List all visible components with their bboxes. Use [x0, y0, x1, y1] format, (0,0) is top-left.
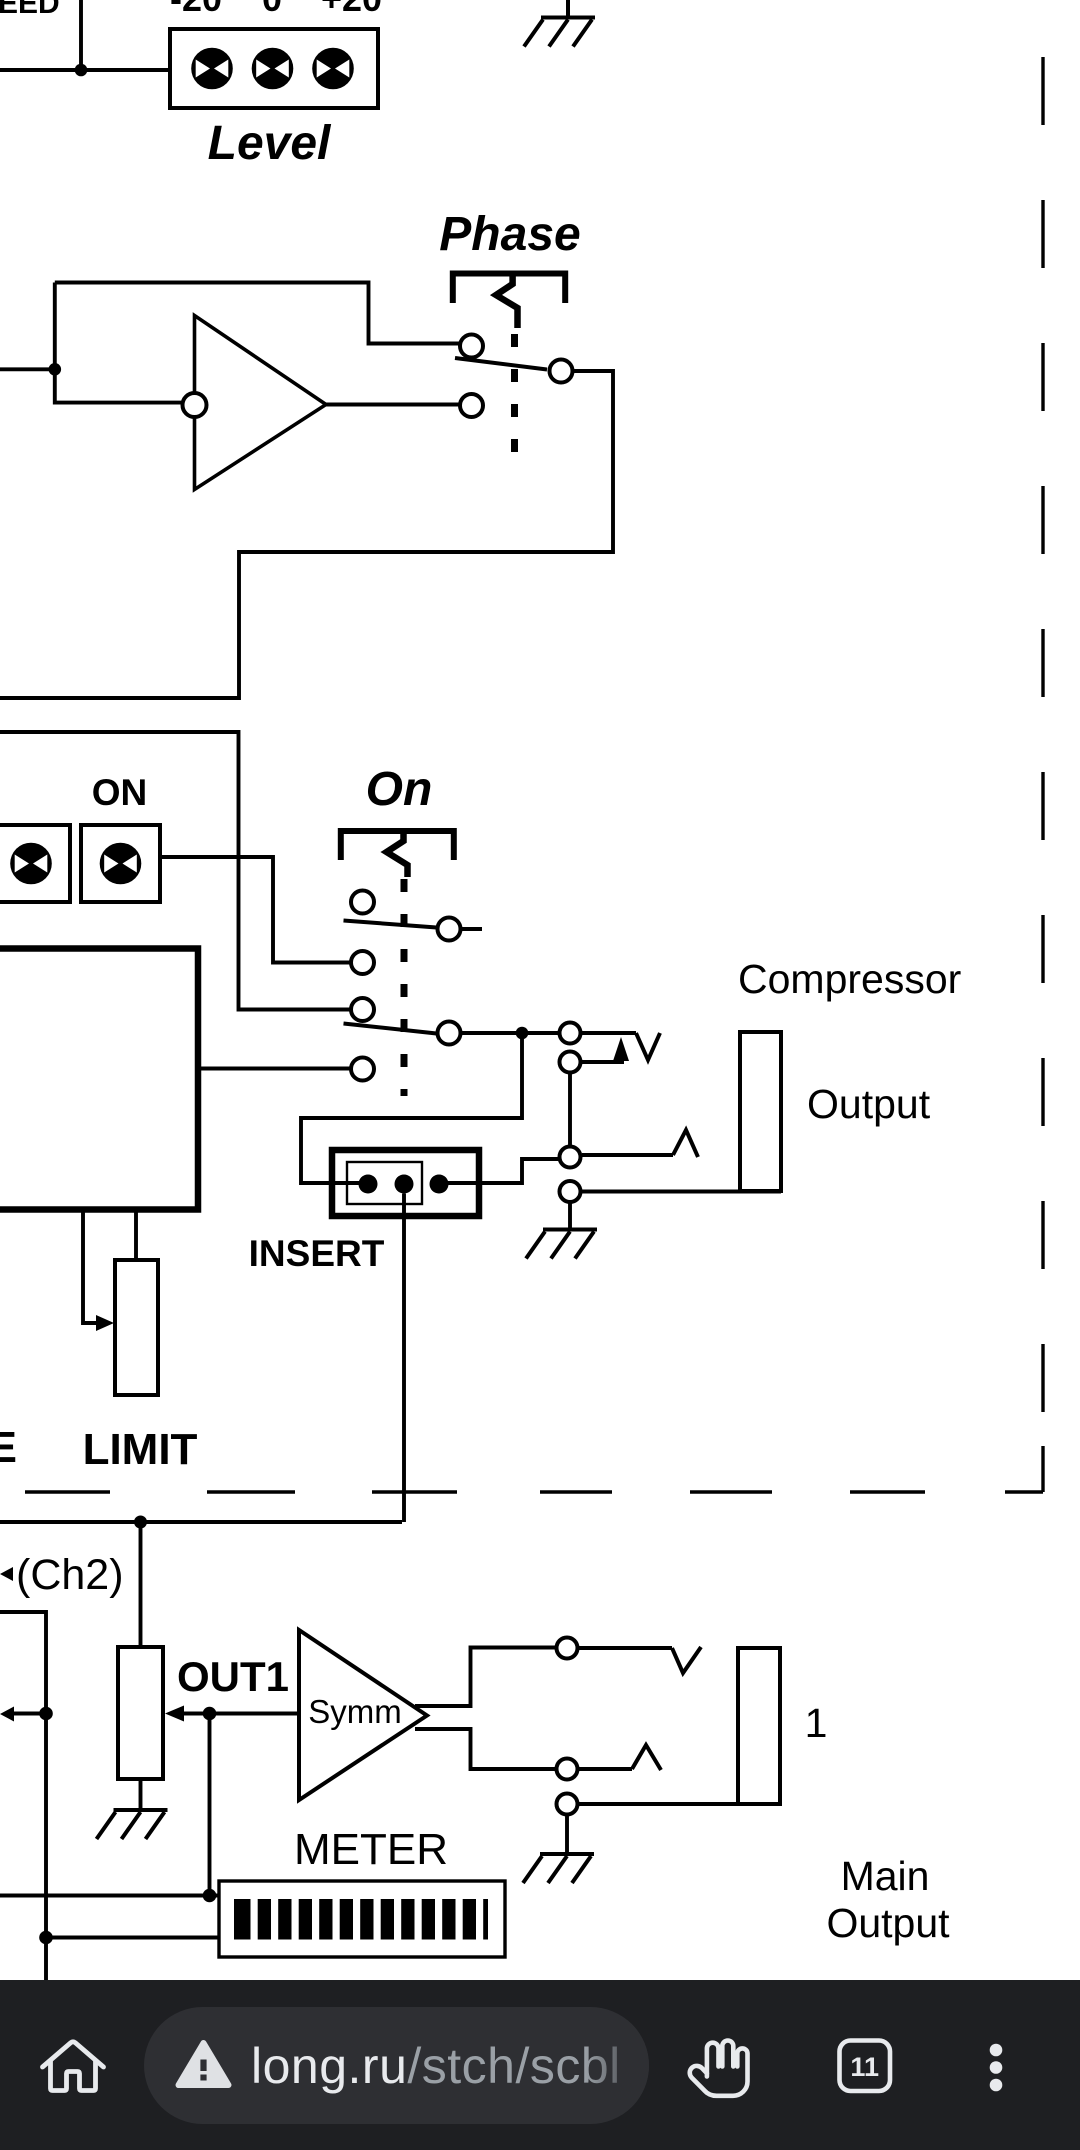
svg-text:+20: +20 — [321, 0, 382, 19]
svg-text:LIMIT: LIMIT — [83, 1425, 198, 1474]
svg-text:long.ru/stch/scbl: long.ru/stch/scbl — [251, 2038, 621, 2094]
svg-text:Main: Main — [841, 1853, 930, 1899]
svg-text:Symm: Symm — [308, 1693, 402, 1730]
svg-text:Phase: Phase — [439, 208, 580, 261]
svg-text:Output: Output — [826, 1900, 950, 1946]
svg-text:INSERT: INSERT — [249, 1233, 385, 1274]
svg-text:(Ch2): (Ch2) — [16, 1551, 124, 1599]
svg-text:E: E — [0, 1423, 17, 1472]
svg-text:0: 0 — [262, 0, 282, 19]
svg-text:Output: Output — [807, 1081, 931, 1127]
svg-text:On: On — [366, 763, 433, 816]
svg-text:METER: METER — [294, 1825, 448, 1874]
svg-text:OUT1: OUT1 — [177, 1653, 289, 1700]
svg-text:Compressor: Compressor — [738, 956, 961, 1002]
svg-text:Level: Level — [208, 117, 332, 170]
svg-text:ON: ON — [92, 772, 148, 813]
svg-text:11: 11 — [850, 2052, 879, 2082]
svg-text:1: 1 — [805, 1700, 828, 1746]
svg-text:EED: EED — [0, 0, 60, 20]
svg-text:-20: -20 — [170, 0, 222, 19]
